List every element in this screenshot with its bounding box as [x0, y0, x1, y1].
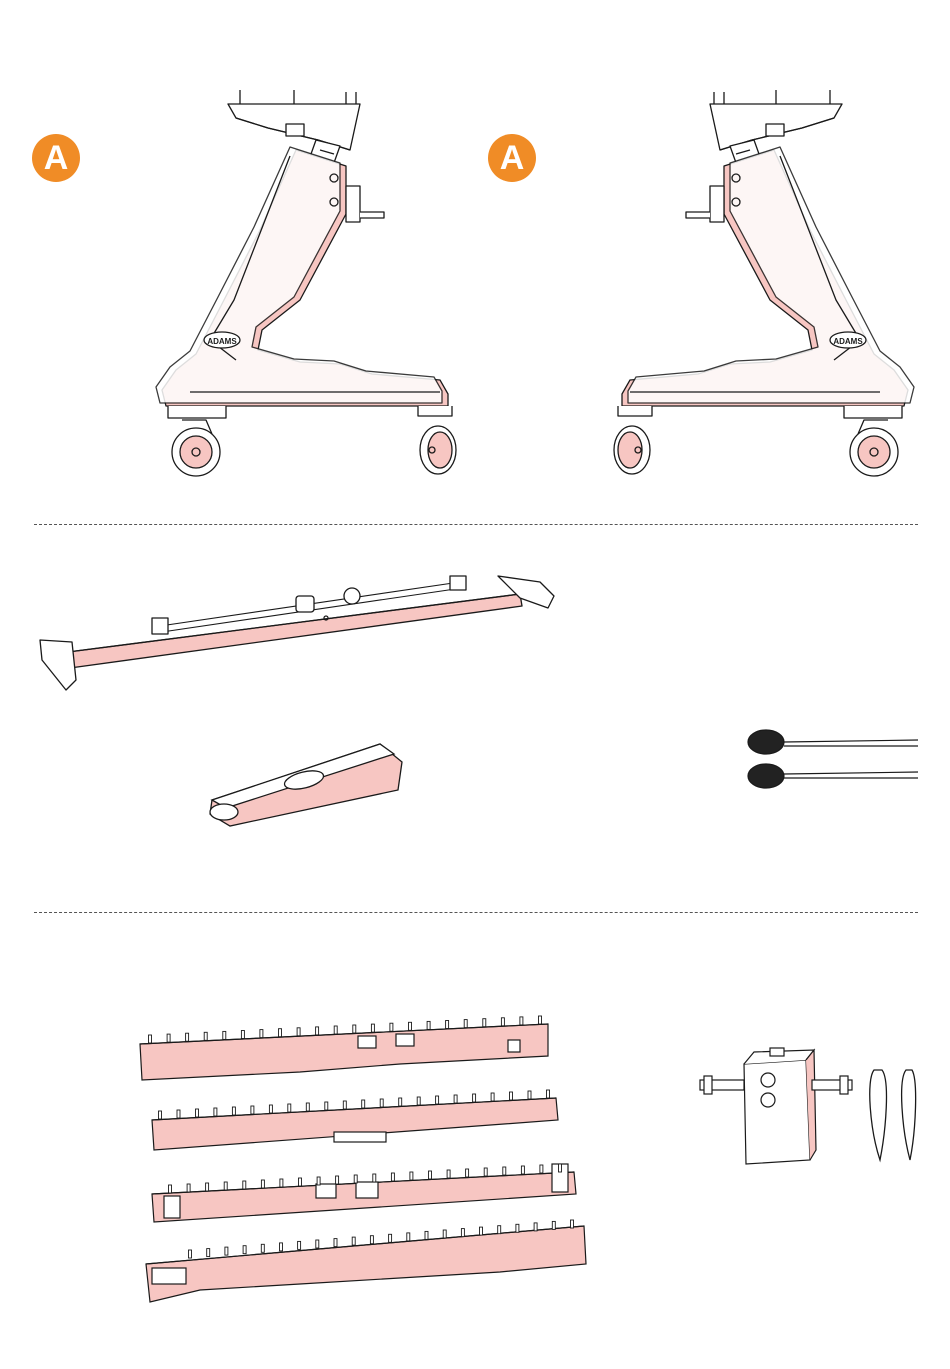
rail-pin: [417, 1097, 420, 1105]
rail-pin: [559, 1164, 562, 1172]
rail-pin: [425, 1231, 428, 1239]
rail-pin: [232, 1107, 235, 1115]
rail-pin: [501, 1018, 504, 1026]
rail-pin: [187, 1184, 190, 1192]
rail-pin: [186, 1033, 189, 1041]
rail-pin: [334, 1026, 337, 1034]
rail-pin: [447, 1170, 450, 1178]
rail-pin: [427, 1021, 430, 1029]
rail-pin: [410, 1172, 413, 1180]
rail-pin: [243, 1181, 246, 1189]
rail-pin: [149, 1035, 152, 1043]
rail-pin: [261, 1180, 264, 1188]
rail-pin: [528, 1091, 531, 1099]
stand-frame-right-icon: [614, 90, 914, 476]
rail-pin: [373, 1174, 376, 1182]
rail-pin: [429, 1171, 432, 1179]
key-rails-icon: [140, 1024, 586, 1302]
rail-pin: [279, 1029, 282, 1037]
rail-pin: [334, 1239, 337, 1247]
rail-pin: [325, 1102, 328, 1110]
rail-pin: [169, 1185, 172, 1193]
rail-pin: [436, 1096, 439, 1104]
rail-pin: [353, 1025, 356, 1033]
rail-pin: [206, 1183, 209, 1191]
rail-pin: [370, 1236, 373, 1244]
rail-pin: [540, 1165, 543, 1173]
rail-pin: [261, 1244, 264, 1252]
rail-pin: [306, 1103, 309, 1111]
rail-pin: [297, 1028, 300, 1036]
crossbar-icon: [40, 576, 554, 690]
rail-pin: [224, 1182, 227, 1190]
rail-pin: [317, 1177, 320, 1185]
rail-pin: [225, 1247, 228, 1255]
rail-pin: [461, 1229, 464, 1237]
logo-left: ADAMS: [207, 337, 237, 346]
rail-pin: [571, 1220, 574, 1228]
rail-pin: [371, 1024, 374, 1032]
rail-pin: [241, 1031, 244, 1039]
rail-pin: [316, 1240, 319, 1248]
rail-pin: [189, 1250, 192, 1258]
rail-pin: [336, 1176, 339, 1184]
rail-pin: [484, 1168, 487, 1176]
rail-pin: [520, 1017, 523, 1025]
rail-pin: [399, 1098, 402, 1106]
rail-pin: [480, 1227, 483, 1235]
rail-pin: [280, 1243, 283, 1251]
rail-pin: [299, 1178, 302, 1186]
elastic-cords-icon: [870, 1070, 916, 1160]
rail-pin: [539, 1016, 542, 1024]
rail-pin: [473, 1094, 476, 1102]
rail-pin: [260, 1030, 263, 1038]
rail-pin: [491, 1093, 494, 1101]
rail-pin: [446, 1021, 449, 1029]
rail-pin: [177, 1110, 180, 1118]
rail-pin: [483, 1019, 486, 1027]
rail-pin: [196, 1109, 199, 1117]
rail-pin: [454, 1095, 457, 1103]
rail-pin: [380, 1099, 383, 1107]
rail-pin: [503, 1167, 506, 1175]
rail-pin: [516, 1224, 519, 1232]
cover-sleeve-icon: [210, 744, 402, 826]
rail-pin: [204, 1032, 207, 1040]
rail-pin: [464, 1020, 467, 1028]
stand-frame-left-icon: ADAMS: [156, 90, 456, 476]
rail-pin: [298, 1241, 301, 1249]
rail-pin: [269, 1105, 272, 1113]
rail-pin: [251, 1106, 254, 1114]
rail-pin: [316, 1027, 319, 1035]
rail-pin: [288, 1104, 291, 1112]
rail-pin: [390, 1023, 393, 1031]
rail-pin: [280, 1179, 283, 1187]
rail-pin: [547, 1090, 550, 1098]
rail-pin: [223, 1031, 226, 1039]
rail-pin: [159, 1111, 162, 1119]
rail-pin: [521, 1166, 524, 1174]
rail-pin: [466, 1169, 469, 1177]
rail-pin: [243, 1246, 246, 1254]
connector-block-icon: [700, 1048, 852, 1164]
rail-pin: [389, 1234, 392, 1242]
rail-pin: [552, 1221, 555, 1229]
rail-pin: [498, 1226, 501, 1234]
rail-pin: [407, 1233, 410, 1241]
rail-pin: [362, 1100, 365, 1108]
rail-pin: [343, 1101, 346, 1109]
rail-pin: [443, 1230, 446, 1238]
rail-pin: [391, 1173, 394, 1181]
logo-right: ADAMS: [833, 337, 863, 346]
rail-pin: [354, 1175, 357, 1183]
rail-pin: [409, 1022, 412, 1030]
rail-pin: [167, 1034, 170, 1042]
rail-pin: [207, 1249, 210, 1257]
rail-pin: [510, 1092, 513, 1100]
rail-pin: [352, 1237, 355, 1245]
rail-pin: [214, 1108, 217, 1116]
rail-pin: [534, 1223, 537, 1231]
mallet-pair-icon: [748, 730, 918, 788]
